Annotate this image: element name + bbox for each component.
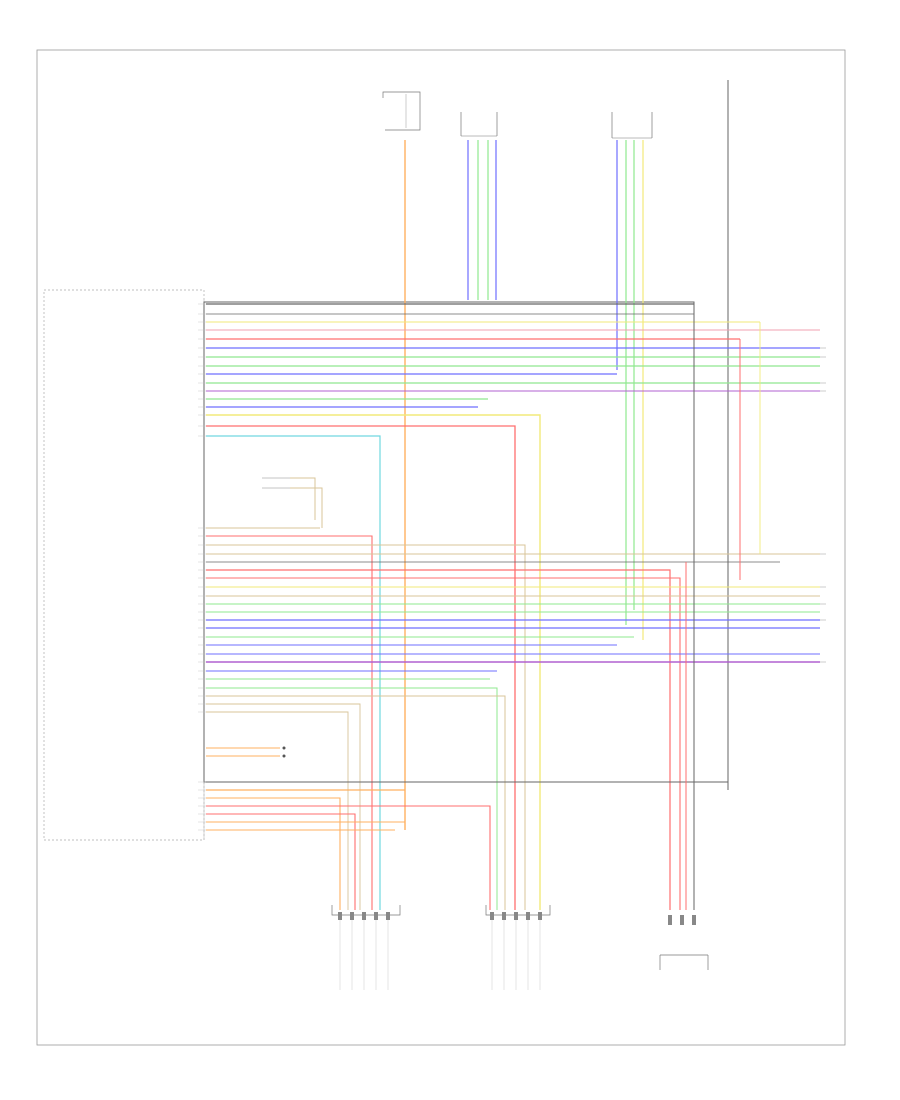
page-frame: [36, 49, 846, 1046]
connector-icon: [282, 746, 286, 750]
left-seat-connector: [331, 905, 401, 990]
connector-pair-bottom: [206, 746, 286, 758]
top-connector-2: [460, 112, 498, 137]
right-seat-connector: [485, 905, 551, 990]
right-terminal-stubs: [820, 347, 826, 663]
top-connector-3: [611, 112, 653, 139]
control-unit-box: [43, 289, 205, 841]
rear-sensor-connector: [659, 915, 709, 970]
top-connector-1: [382, 91, 421, 131]
switch-component: [262, 477, 323, 528]
ecu-pin-stubs: [198, 303, 206, 831]
